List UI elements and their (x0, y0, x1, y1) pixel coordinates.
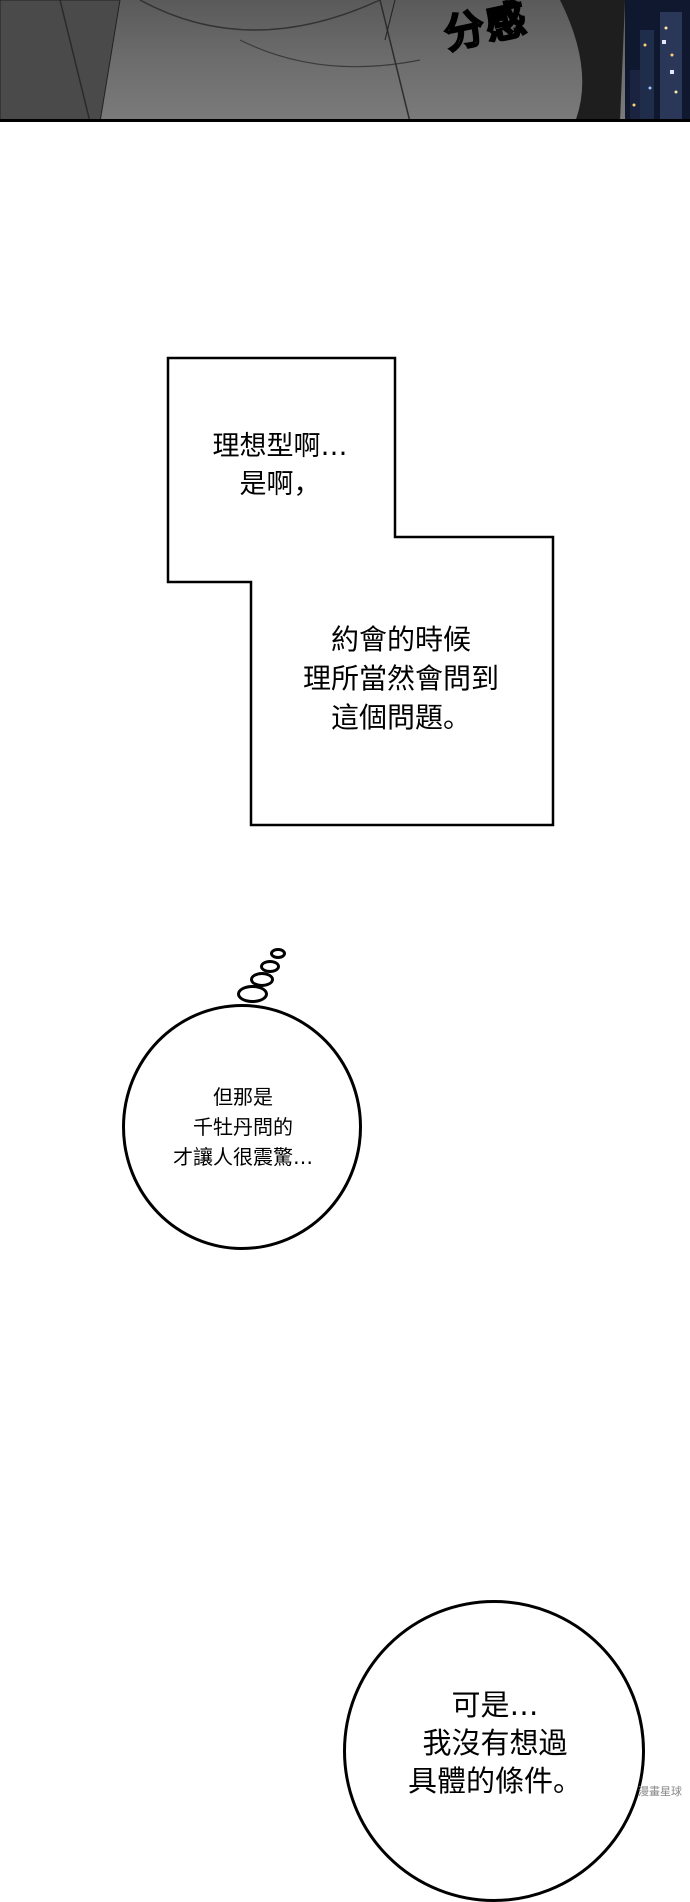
caption-text-bottom: 約會的時候 理所當然會問到 這個問題。 (302, 623, 499, 734)
speech-bubble-text: 可是… 我沒有想過 具體的條件。 (407, 1688, 582, 1798)
thought-trail-dot (270, 948, 286, 959)
caption-text-top: 理想型啊… 是啊， (212, 431, 348, 500)
thought-trail-dot (260, 960, 280, 973)
top-comic-panel: 分感 (0, 0, 690, 122)
thought-bubble-text: 但那是 千牡丹問的 才讓人很震驚… (173, 1085, 313, 1169)
caption-box-outline (166, 356, 555, 827)
thought-trail-dot (250, 972, 274, 987)
top-panel-art (0, 0, 690, 119)
thought-trail-dot (237, 985, 268, 1003)
thought-bubble (122, 1004, 362, 1250)
watermark: 漫畫星球 (638, 1785, 682, 1798)
